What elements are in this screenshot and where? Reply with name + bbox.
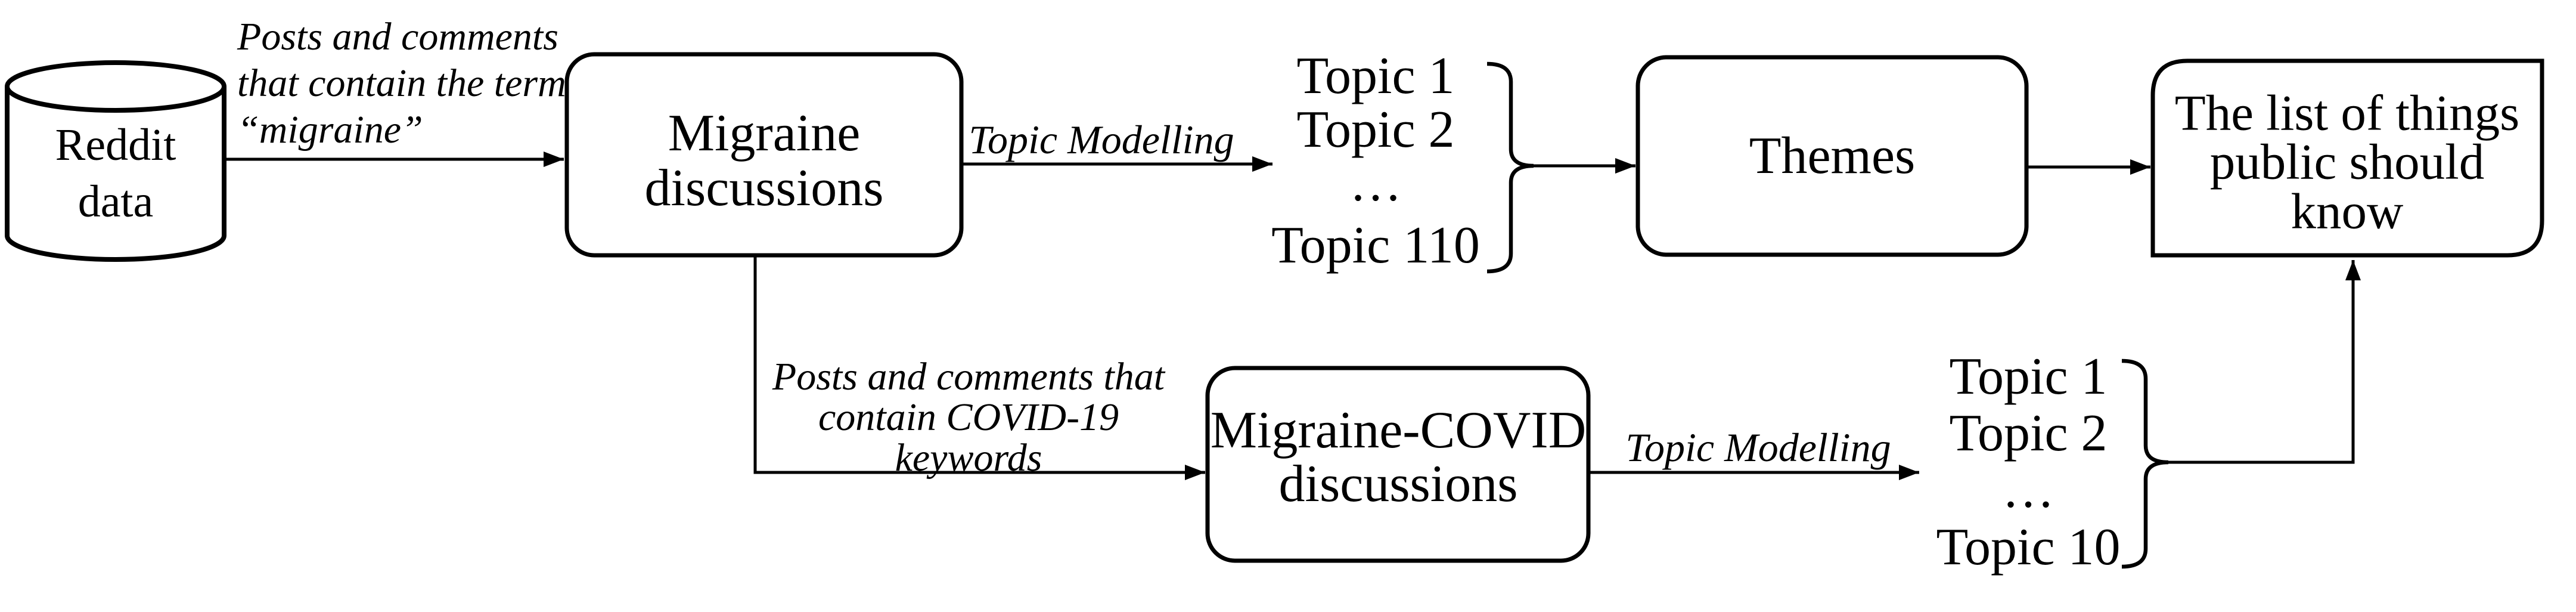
reddit-data-label-line1: Reddit xyxy=(55,120,176,170)
migraine-covid-label-line1: Migraine-COVID xyxy=(1210,401,1587,459)
covid-topic-item: Topic 10 xyxy=(1936,518,2121,576)
public-list-box-shape xyxy=(2150,58,2544,258)
brace-migraine-topics xyxy=(1486,61,1534,274)
migraine-filter-label-line3: “migraine” xyxy=(237,108,423,152)
covid-filter-label-line3: keywords xyxy=(895,436,1042,480)
covid-topic-item: Topic 1 xyxy=(1949,348,2108,406)
migraine-filter-label-line2: that contain the term xyxy=(237,61,566,105)
public-list-label-line2: public should xyxy=(2209,134,2485,190)
public-list-label-line3: know xyxy=(2291,183,2404,240)
covid-filter-label-line1: Posts and comments that xyxy=(772,355,1165,398)
themes-box-shape xyxy=(1635,55,2029,257)
covid-topic-ellipsis: … xyxy=(2002,461,2054,519)
migraine-covid-box-shape xyxy=(1205,366,1591,563)
topic-modelling-top-label: Topic Modelling xyxy=(969,117,1234,162)
themes-label: Themes xyxy=(1749,127,1916,185)
database-cylinder-shape xyxy=(5,60,226,262)
migraine-discussions-label-line1: Migraine xyxy=(668,104,861,162)
covid-topic-item: Topic 2 xyxy=(1949,404,2108,462)
brace-covid-topics xyxy=(2121,358,2169,569)
migraine-topic-item: Topic 110 xyxy=(1271,217,1480,274)
public-list-label-line1: The list of things xyxy=(2174,85,2520,141)
migraine-discussions-box-shape xyxy=(564,52,964,258)
migraine-covid-label-line2: discussions xyxy=(1278,455,1518,513)
migraine-topic-ellipsis: … xyxy=(1349,154,1402,212)
arrow-covid-topics-to-list xyxy=(2165,260,2361,464)
topic-modelling-bottom-label: Topic Modelling xyxy=(1625,425,1891,470)
covid-filter-label-line2: contain COVID-19 xyxy=(818,395,1119,439)
migraine-filter-label-line1: Posts and comments xyxy=(237,15,558,58)
arrow-migraine-to-covid xyxy=(753,255,1205,480)
reddit-data-label-line2: data xyxy=(77,177,154,227)
migraine-topic-item: Topic 2 xyxy=(1296,101,1455,159)
migraine-topic-item: Topic 1 xyxy=(1296,47,1455,105)
migraine-discussions-label-line2: discussions xyxy=(644,159,884,217)
